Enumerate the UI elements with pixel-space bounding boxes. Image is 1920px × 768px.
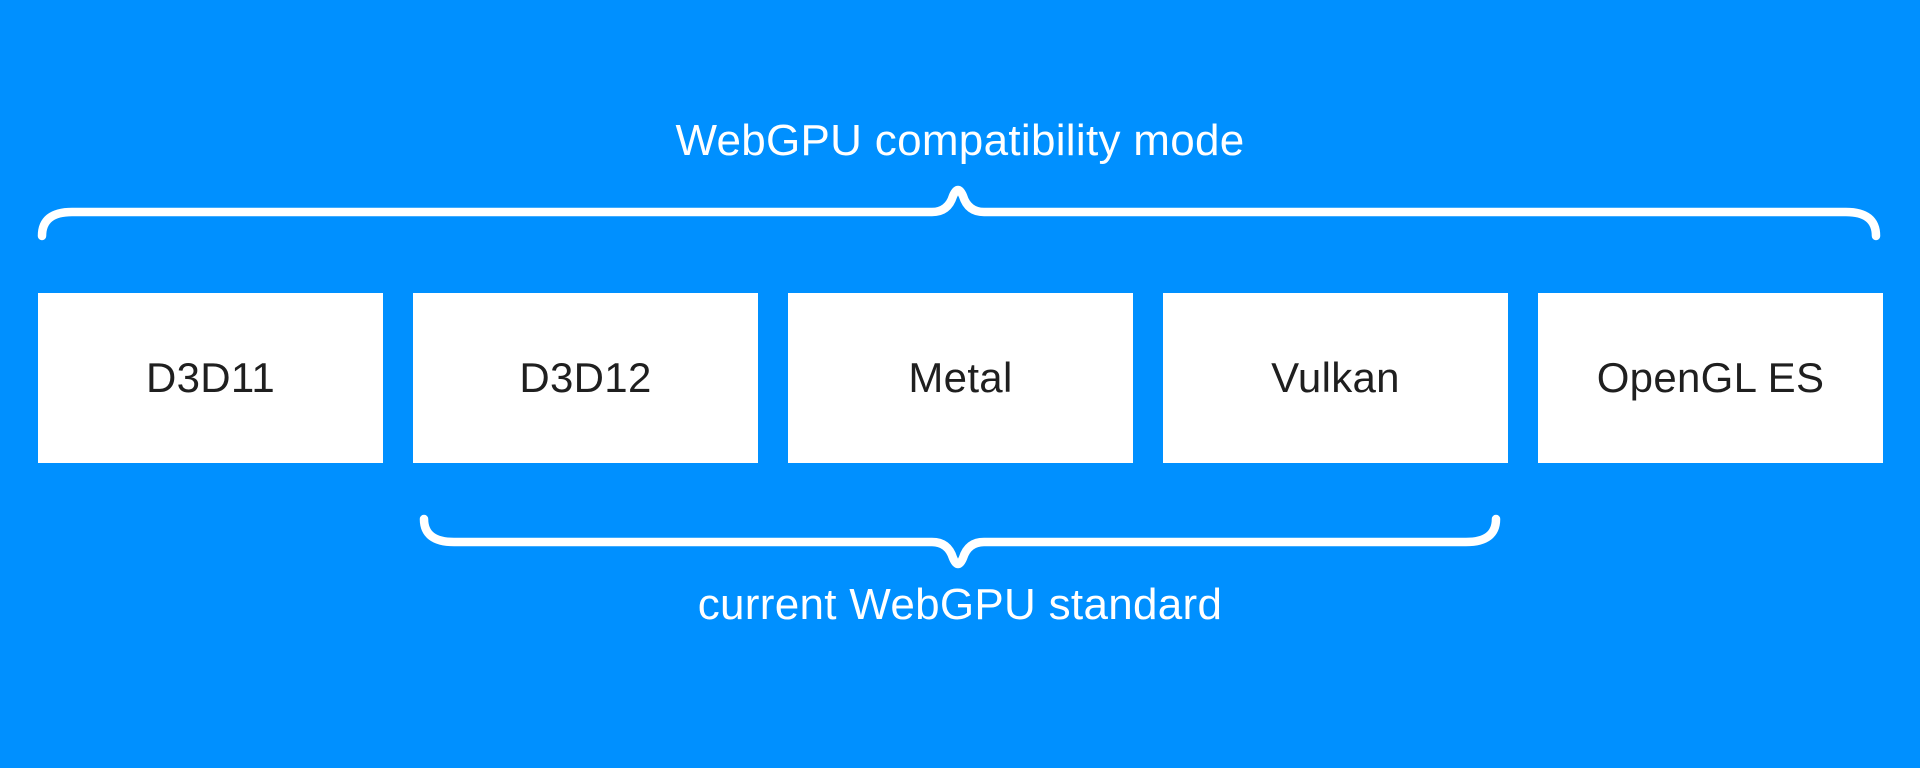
bottom-brace [419, 514, 1501, 569]
api-box-label: D3D11 [145, 354, 276, 401]
api-box-label: OpenGL ES [1596, 354, 1825, 401]
api-box-label: D3D12 [519, 354, 652, 401]
api-box-d3d11: D3D11 [38, 293, 383, 463]
api-box-d3d12: D3D12 [413, 293, 758, 463]
top-brace [37, 185, 1881, 241]
api-box-opengl-es: OpenGL ES [1538, 293, 1883, 463]
bottom-brace-label: current WebGPU standard [697, 580, 1223, 629]
api-box-label: Vulkan [1271, 354, 1400, 401]
top-brace-label: WebGPU compatibility mode [675, 116, 1245, 165]
api-boxes-row: D3D11 D3D12 Metal Vulkan OpenGL ES [38, 293, 1883, 463]
api-box-metal: Metal [788, 293, 1133, 463]
api-box-label: Metal [908, 354, 1013, 401]
api-box-vulkan: Vulkan [1163, 293, 1508, 463]
